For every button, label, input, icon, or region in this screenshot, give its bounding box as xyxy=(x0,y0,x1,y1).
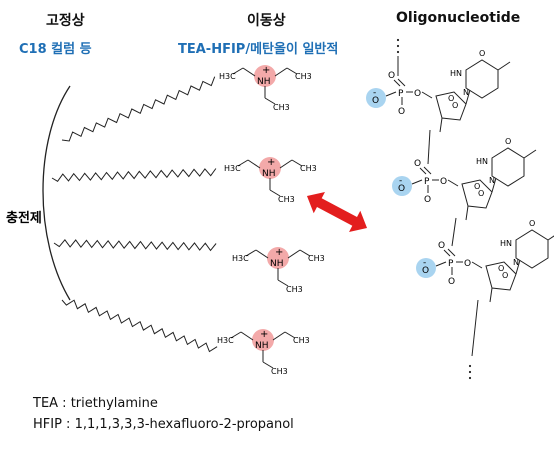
svg-text:H3C: H3C xyxy=(217,336,234,345)
c18-chain-4 xyxy=(61,299,218,353)
svg-text:HN: HN xyxy=(500,239,512,248)
svg-text:O: O xyxy=(498,264,504,273)
svg-text:P: P xyxy=(398,89,404,99)
svg-text:CH3: CH3 xyxy=(300,164,317,173)
svg-text:+: + xyxy=(267,157,275,168)
c18-chains xyxy=(51,76,218,353)
svg-text:CH3: CH3 xyxy=(286,285,303,294)
svg-text:N: N xyxy=(463,88,469,97)
svg-text:P: P xyxy=(424,177,430,187)
svg-text:-: - xyxy=(423,258,426,268)
svg-text:CH3: CH3 xyxy=(273,103,290,112)
svg-text:+: + xyxy=(260,329,268,340)
svg-text:O: O xyxy=(505,137,511,146)
mobile-phase-subheader: TEA-HFIP/메탄올이 일반적 xyxy=(178,42,339,57)
svg-text:NH: NH xyxy=(262,169,276,179)
svg-text:O: O xyxy=(474,182,480,191)
oligo-ellipsis-top xyxy=(396,38,400,54)
support-surface xyxy=(42,85,71,301)
svg-text:O: O xyxy=(452,101,458,110)
svg-text:CH3: CH3 xyxy=(278,195,295,204)
svg-text:CH3: CH3 xyxy=(295,72,312,81)
svg-text:O: O xyxy=(372,96,379,106)
svg-text:O: O xyxy=(479,49,485,58)
svg-text:H3C: H3C xyxy=(232,254,249,263)
svg-text:+: + xyxy=(275,247,283,258)
svg-text:-: - xyxy=(373,88,376,98)
c18-chain-1 xyxy=(61,76,216,142)
svg-text:NH: NH xyxy=(257,77,271,87)
svg-text:O: O xyxy=(414,89,421,99)
svg-text:-: - xyxy=(399,176,402,186)
svg-text:O: O xyxy=(398,184,405,194)
hfip-footnote: HFIP : 1,1,1,3,3,3-hexafluoro-2-propanol xyxy=(33,417,294,432)
oligo-ellipsis-bottom xyxy=(468,364,472,380)
svg-text:O: O xyxy=(448,277,455,287)
svg-text:O: O xyxy=(438,241,445,251)
svg-text:+: + xyxy=(262,65,270,76)
tea-footnote: TEA : triethylamine xyxy=(33,396,158,411)
svg-text:O: O xyxy=(448,94,454,103)
svg-text:O: O xyxy=(529,219,535,228)
svg-text:O: O xyxy=(414,159,421,169)
svg-text:NH: NH xyxy=(255,341,269,351)
svg-text:N: N xyxy=(513,258,519,267)
svg-text:O: O xyxy=(440,177,447,187)
interaction-arrow xyxy=(306,192,368,232)
svg-text:O: O xyxy=(422,266,429,276)
svg-text:CH3: CH3 xyxy=(271,367,288,376)
svg-text:O: O xyxy=(478,189,484,198)
svg-text:HN: HN xyxy=(476,157,488,166)
svg-text:H3C: H3C xyxy=(219,72,236,81)
svg-text:HN: HN xyxy=(450,69,462,78)
svg-text:O: O xyxy=(388,71,395,81)
svg-text:P: P xyxy=(448,259,454,269)
svg-text:O: O xyxy=(502,271,508,280)
svg-text:CH3: CH3 xyxy=(308,254,325,263)
c18-chain-2 xyxy=(51,168,217,182)
svg-text:CH3: CH3 xyxy=(293,336,310,345)
support-label: 충전제 xyxy=(6,210,42,226)
svg-text:O: O xyxy=(424,195,431,205)
mobile-phase-header: 이동상 xyxy=(247,13,286,29)
stationary-phase-header: 고정상 xyxy=(46,13,85,29)
svg-text:H3C: H3C xyxy=(224,164,241,173)
c18-chain-3 xyxy=(53,238,217,252)
oligonucleotide-header: Oligonucleotide xyxy=(396,10,521,26)
svg-text:O: O xyxy=(464,259,471,269)
column-subheader: C18 컬럼 등 xyxy=(19,42,92,57)
svg-text:N: N xyxy=(489,176,495,185)
svg-text:O: O xyxy=(398,107,405,117)
oligo-backbone xyxy=(397,56,479,357)
svg-text:NH: NH xyxy=(270,259,284,269)
